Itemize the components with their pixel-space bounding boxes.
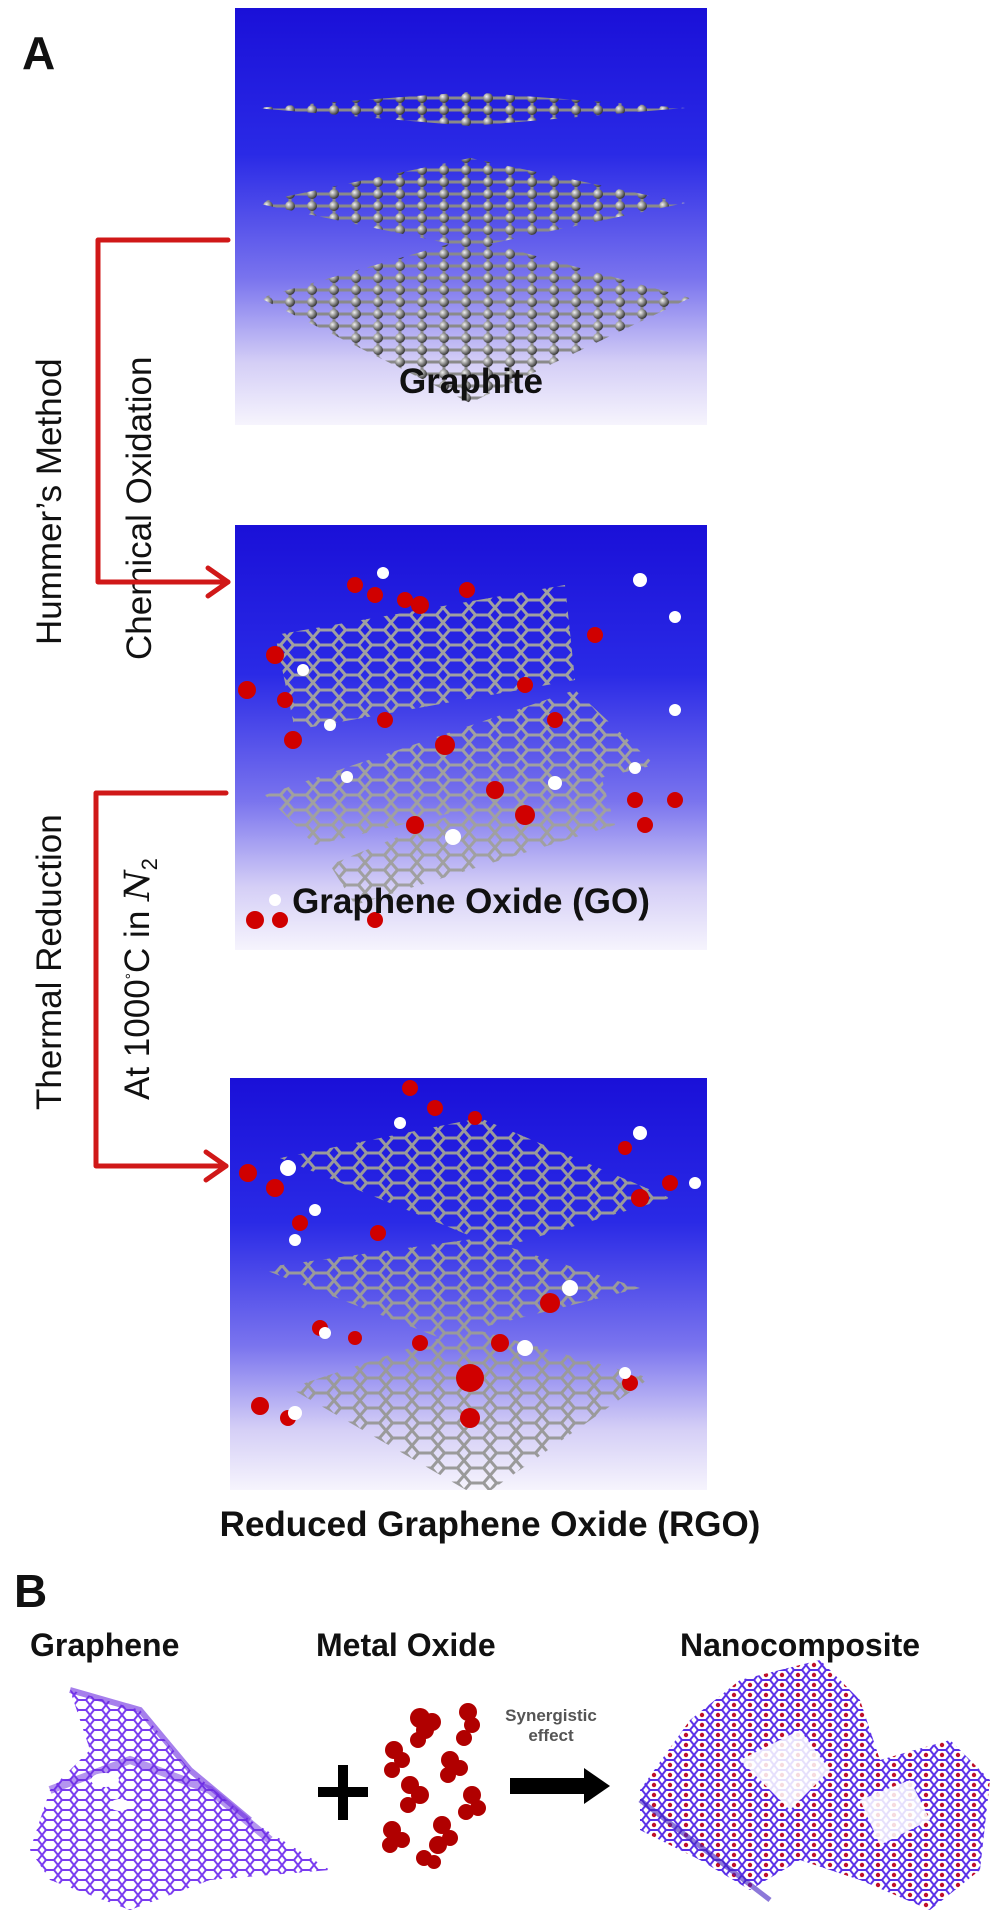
process-arrows [93,237,231,1183]
right-arrow-icon [510,1768,610,1804]
reduced-graphene-oxide-caption: Reduced Graphene Oxide (RGO) [219,1505,761,1544]
graphite-structure-image [235,8,707,425]
reduction-bracket-arrow [93,790,229,1169]
graphene-title: Graphene [30,1627,180,1663]
graphite-layers-icon [255,92,690,403]
plus-icon [318,1765,368,1820]
graphene-oxide-layers-icon [238,567,683,929]
reduced-graphene-oxide-layers-icon [239,1080,701,1490]
graphene-oxide-caption: Graphene Oxide (GO) [292,882,650,921]
oxidation-bracket-arrow [95,237,231,585]
synergistic-effect-label: Synergistic effect [505,1706,597,1745]
arrowhead-icon [205,565,231,599]
arrowhead-icon [203,1149,229,1183]
panel-b-label: B [14,1565,48,1617]
graphene-oxide-structure-image [235,525,707,950]
metal-oxide-particles-icon [382,1703,486,1869]
panel-a-label: A [22,27,56,79]
nanocomposite-structure-icon [638,1660,990,1910]
metal-oxide-title: Metal Oxide [316,1627,496,1663]
graphene-sheet-icon [30,1687,330,1910]
reduced-graphene-oxide-structure-image [230,1078,707,1490]
graphite-caption-text: Graphite [399,362,543,401]
nanocomposite-title: Nanocomposite [680,1627,921,1663]
